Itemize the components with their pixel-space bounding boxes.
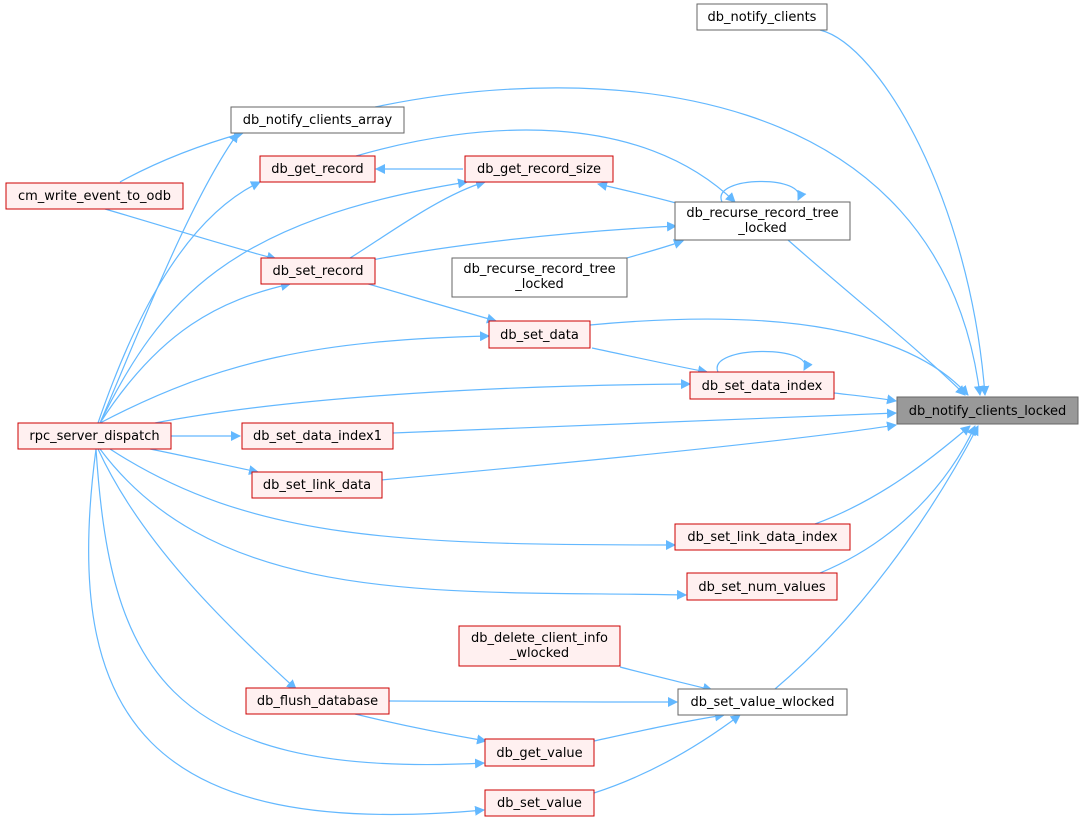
svg-text:db_set_data_index1: db_set_data_index1: [253, 429, 382, 444]
edge-set-record-to-set-data: [364, 282, 497, 324]
svg-text:db_set_record: db_set_record: [273, 264, 364, 279]
svg-text:db_set_data_index: db_set_data_index: [702, 379, 823, 394]
edge-rpc-to-set-data: [99, 331, 490, 424]
edge-set-data-to-locked: [589, 318, 969, 396]
edge-rpc-to-get-record-size: [99, 178, 468, 424]
edge-flush-database-to-get-value: [354, 713, 487, 745]
node-rpc-server-dispatch[interactable]: rpc_server_dispatch: [17, 422, 172, 450]
node-db-get-record[interactable]: db_get_record: [259, 155, 376, 183]
edge-rpc-to-get-record: [97, 181, 261, 424]
edge-delete-client-info-to-set-value-wlocked: [619, 666, 713, 693]
svg-text:db_recurse_record_tree: db_recurse_record_tree: [463, 262, 615, 277]
edge-recurse-self-loop: [720, 180, 807, 203]
svg-text:db_notify_clients_array: db_notify_clients_array: [243, 113, 393, 128]
node-db-flush-database[interactable]: db_flush_database: [245, 687, 390, 715]
edge-notify-clients-to-locked: [819, 29, 990, 396]
node-db-recurse-record-tree-locked[interactable]: db_recurse_record_tree _locked: [674, 201, 851, 241]
edge-cm-write-to-array: [119, 130, 244, 183]
edge-rpc-to-set-num-values: [99, 448, 687, 600]
node-db-set-value-wlocked[interactable]: db_set_value_wlocked: [677, 688, 848, 716]
node-db-set-data-index1[interactable]: db_set_data_index1: [241, 422, 394, 450]
node-db-notify-clients[interactable]: db_notify_clients: [696, 3, 828, 31]
edge-set-num-values-to-locked: [819, 425, 976, 574]
edge-set-data-index1-to-locked: [392, 408, 897, 434]
node-db-set-num-values[interactable]: db_set_num_values: [686, 572, 838, 601]
edge-recurse-to-locked: [787, 239, 966, 396]
edge-rpc-to-get-value: [95, 448, 485, 769]
edge-rpc-to-set-value: [88, 448, 485, 816]
node-db-set-data[interactable]: db_set_data: [488, 320, 591, 349]
node-db-set-record[interactable]: db_set_record: [260, 257, 376, 285]
node-db-delete-client-info-wlocked[interactable]: db_delete_client_info _wlocked: [458, 625, 621, 667]
svg-text:cm_write_event_to_odb: cm_write_event_to_odb: [18, 189, 171, 204]
svg-text:_locked: _locked: [514, 277, 564, 292]
edge-set-value-to-set-value-wlocked: [593, 714, 741, 794]
edge-cm-write-to-set-record: [104, 208, 277, 262]
node-db-set-link-data-index[interactable]: db_set_link_data_index: [674, 523, 851, 551]
svg-text:db_get_record: db_get_record: [271, 162, 363, 177]
svg-text:db_notify_clients: db_notify_clients: [708, 10, 817, 25]
svg-text:_wlocked: _wlocked: [509, 646, 569, 661]
edge-notify-clients-array-to-locked: [374, 87, 984, 396]
edge-rpc-to-set-link-data-index: [109, 448, 676, 550]
node-db-get-record-size[interactable]: db_get_record_size: [464, 155, 614, 183]
svg-text:db_recurse_record_tree: db_recurse_record_tree: [686, 206, 838, 221]
node-db-notify-clients-locked[interactable]: db_notify_clients_locked: [896, 396, 1079, 425]
edge-set-data-index-to-locked: [833, 392, 897, 405]
node-db-get-value[interactable]: db_get_value: [484, 738, 595, 767]
edge-set-data-index-self-loop: [716, 350, 813, 373]
edge-rpc-to-set-link-data: [149, 448, 259, 476]
edge-get-record-to-recurse: [355, 129, 736, 203]
svg-text:db_set_value_wlocked: db_set_value_wlocked: [690, 695, 834, 710]
node-db-set-link-data[interactable]: db_set_link_data: [251, 471, 383, 499]
svg-text:db_flush_database: db_flush_database: [257, 694, 378, 709]
svg-text:rpc_server_dispatch: rpc_server_dispatch: [29, 429, 159, 444]
edge-rpc-to-set-data-index: [154, 379, 691, 424]
svg-text:db_notify_clients_locked: db_notify_clients_locked: [909, 404, 1066, 419]
node-db-set-value[interactable]: db_set_value: [484, 789, 595, 817]
edge-set-link-data-index-to-locked: [814, 425, 971, 525]
edge-set-record-to-get-record-size: [349, 179, 486, 259]
svg-text:db_get_record_size: db_get_record_size: [477, 162, 601, 177]
node-db-recurse-record-tree-locked-2[interactable]: db_recurse_record_tree _locked: [451, 257, 628, 298]
edge-set-data-to-set-data-index: [591, 347, 708, 376]
svg-text:_locked: _locked: [737, 221, 787, 236]
svg-text:db_set_value: db_set_value: [497, 796, 582, 811]
svg-text:db_delete_client_info: db_delete_client_info: [471, 631, 608, 646]
svg-text:db_set_link_data_index: db_set_link_data_index: [687, 530, 838, 545]
node-db-notify-clients-array[interactable]: db_notify_clients_array: [230, 106, 405, 134]
svg-text:db_set_num_values: db_set_num_values: [698, 580, 826, 595]
svg-text:db_set_link_data: db_set_link_data: [263, 478, 371, 493]
edge-recurse-2-to-recurse: [619, 239, 684, 261]
svg-text:db_set_data: db_set_data: [500, 328, 579, 343]
edge-set-record-to-recurse: [371, 221, 677, 261]
edge-rpc-to-set-record: [99, 281, 291, 424]
edge-flush-database-to-set-value-wlocked: [388, 696, 678, 707]
edge-recurse-to-get-record-size: [597, 181, 677, 204]
svg-text:db_get_value: db_get_value: [496, 746, 582, 761]
edge-set-link-data-to-locked: [380, 421, 897, 481]
edge-set-value-wlocked-to-locked: [774, 425, 979, 690]
edge-rpc-to-flush-database: [97, 448, 297, 690]
edge-get-value-to-set-value-wlocked: [593, 711, 725, 742]
node-cm-write-event-to-odb[interactable]: cm_write_event_to_odb: [5, 182, 184, 210]
edge-rpc-to-array: [99, 132, 239, 424]
node-db-set-data-index[interactable]: db_set_data_index: [689, 371, 835, 400]
